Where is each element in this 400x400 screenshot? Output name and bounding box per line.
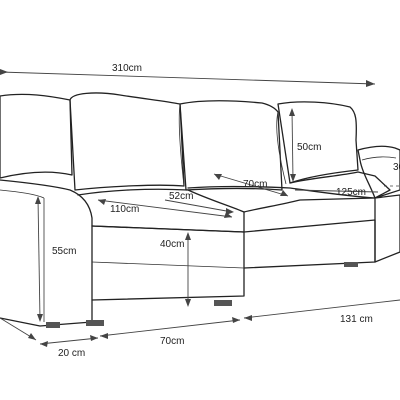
foot-chaise xyxy=(344,262,358,267)
chaise-top-width-dimension: 125cm xyxy=(294,187,379,198)
chaise-length-label: 131 cm xyxy=(340,314,373,325)
bottom-depth-label: 70cm xyxy=(160,336,184,347)
total-height-label: 55cm xyxy=(52,246,76,257)
left-armrest xyxy=(0,179,93,327)
storage-depth-label: 40cm xyxy=(160,239,184,250)
foot-left xyxy=(46,322,60,328)
chaise-armrest xyxy=(357,145,400,199)
armrest-width-dimension: 20 cm xyxy=(39,335,99,359)
seat-height-dimension: 52cm xyxy=(164,191,234,215)
left-depth-dimension xyxy=(0,317,37,341)
foot-right xyxy=(214,300,232,306)
chaise-cut-label: 30 xyxy=(393,162,400,173)
bottom-depth-dimension: 70cm xyxy=(99,317,241,347)
seat-width-label: 110cm xyxy=(110,204,139,215)
foot-middle xyxy=(86,320,104,326)
armrest-width-label: 20 cm xyxy=(58,348,85,359)
total-width-label: 310cm xyxy=(112,63,142,74)
cushion-depth-label: 70cm xyxy=(243,179,267,190)
chaise-length-dimension: 131 cm xyxy=(243,299,400,325)
back-cushions xyxy=(0,92,359,191)
sofa-base xyxy=(46,194,400,328)
backrest-height-dimension: 50cm xyxy=(289,108,321,182)
storage-depth-dimension: 40cm xyxy=(160,232,191,307)
backrest-height-label: 50cm xyxy=(297,142,321,153)
cushion-depth-dimension: 70cm xyxy=(213,173,289,197)
seat-height-label: 52cm xyxy=(169,191,193,202)
total-height-dimension: 55cm xyxy=(35,196,76,322)
chaise-top-width-label: 125cm xyxy=(336,187,366,198)
seat-width-dimension: 110cm xyxy=(97,199,233,218)
seat-cushions xyxy=(77,171,391,233)
total-width-dimension: 310cm xyxy=(0,63,376,87)
